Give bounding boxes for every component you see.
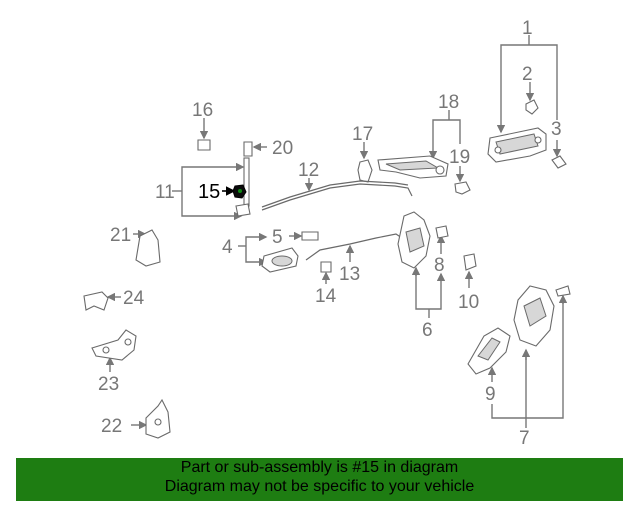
highlighted-part-15	[232, 184, 247, 199]
rod-12	[261, 183, 413, 211]
callout-20: 20	[272, 138, 293, 159]
part-24	[83, 291, 109, 311]
callout-labels: 1 2 3 4 5 6 7 8 9 10 11 12 13 14 15 16 1…	[98, 18, 562, 449]
callout-13: 13	[339, 264, 360, 285]
callout-11: 11	[155, 182, 175, 203]
callout-22: 22	[101, 416, 122, 437]
rear-latch-7	[513, 285, 571, 347]
callout-17: 17	[352, 124, 373, 145]
callout-19: 19	[449, 147, 470, 168]
callout-3: 3	[551, 119, 562, 140]
rod-clip-17	[357, 159, 373, 183]
callout-12: 12	[298, 160, 319, 181]
callout-23: 23	[98, 374, 119, 395]
callout-6: 6	[422, 320, 433, 341]
rod-clip-19	[454, 181, 471, 195]
callout-4: 4	[222, 237, 233, 258]
callout-5: 5	[272, 227, 283, 248]
callout-14: 14	[315, 286, 337, 307]
clip-14	[320, 261, 332, 273]
callout-18: 18	[438, 92, 459, 113]
callout-10: 10	[458, 292, 479, 313]
lock-cylinder-lever	[377, 155, 449, 179]
callout-7: 7	[519, 428, 530, 449]
inside-handle-4	[261, 247, 299, 273]
callout-21: 21	[110, 225, 131, 246]
door-latch-6	[397, 211, 431, 269]
parts	[83, 99, 571, 439]
clip-part	[525, 99, 539, 115]
outside-handle-assembly	[487, 127, 547, 163]
rod-13	[305, 233, 403, 261]
bracket-20	[243, 141, 253, 157]
small-clip-part	[551, 155, 567, 169]
callout-8: 8	[434, 255, 445, 276]
callout-24: 24	[123, 288, 145, 309]
callout-1: 1	[522, 18, 533, 39]
clip-8	[435, 225, 449, 239]
banner-line-part: Part or sub-assembly is #15 in diagram	[180, 459, 459, 476]
clip-16	[197, 139, 211, 151]
callout-16: 16	[192, 100, 213, 121]
rear-handle-9	[467, 327, 511, 375]
hinge-22	[145, 398, 171, 439]
rod-12-edge	[261, 180, 409, 208]
callout-15-highlighted: 15	[198, 181, 220, 203]
leader-lines	[105, 35, 568, 430]
bracket-21	[135, 229, 161, 267]
striker-10	[463, 253, 477, 271]
lock-rod-11	[235, 157, 251, 217]
callout-9: 9	[485, 384, 496, 405]
callout-2: 2	[522, 64, 533, 85]
banner-line-disclaimer: Diagram may not be specific to your vehi…	[164, 478, 475, 495]
clip-5	[301, 231, 319, 241]
hinge-23	[91, 329, 137, 361]
info-banner: Part or sub-assembly is #15 in diagram D…	[16, 458, 623, 501]
